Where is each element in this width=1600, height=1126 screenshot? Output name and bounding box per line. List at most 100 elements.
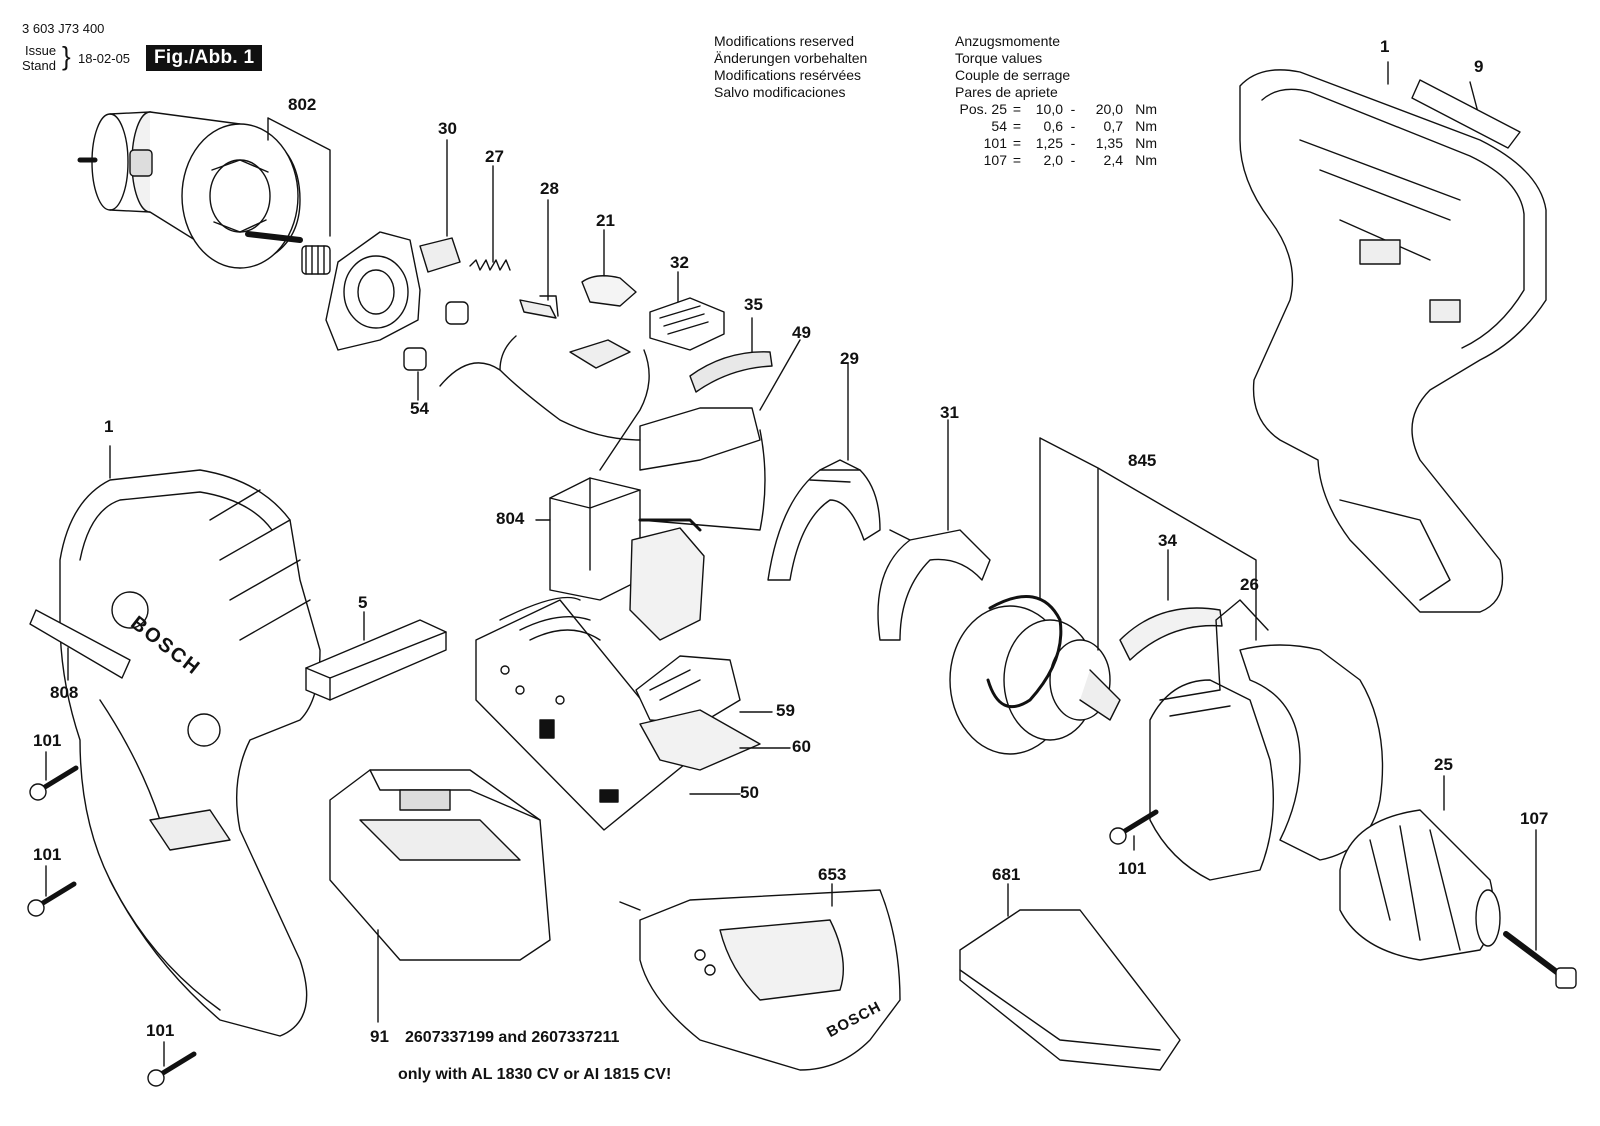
torque-max: 1,35	[1095, 135, 1123, 151]
screw-part-101	[28, 884, 74, 916]
leader-line	[1216, 600, 1268, 690]
part-label: 35	[744, 295, 763, 314]
ring-part-31	[878, 530, 990, 640]
battery-part-91	[330, 770, 550, 960]
part-label: 101	[1118, 859, 1147, 878]
torque-heading: Pares de apriete	[955, 84, 1058, 100]
part-label: 681	[992, 865, 1021, 884]
part-label: 31	[940, 403, 959, 422]
part-label: 1	[104, 417, 114, 436]
torque-table: Anzugsmomente Torque values Couple de se…	[955, 33, 1157, 169]
torque-min: 0,6	[1043, 118, 1063, 134]
torque-min: 1,25	[1035, 135, 1063, 151]
label-strip-part-9	[1412, 80, 1520, 148]
torque-unit: Nm	[1135, 118, 1157, 134]
screw-part-54	[404, 302, 468, 370]
torque-eq: =	[1012, 135, 1022, 151]
chuck-part-25	[1340, 810, 1500, 960]
part-label: 1	[1380, 37, 1390, 56]
wiring-part-49	[440, 336, 765, 530]
part-label: 653	[818, 865, 847, 884]
part-label: 59	[776, 701, 795, 720]
screw-part-101	[30, 768, 76, 800]
screw-part-107	[1506, 934, 1576, 988]
housing-right-part-1	[1240, 70, 1546, 612]
part-label: 27	[485, 147, 504, 166]
leader-line	[268, 118, 330, 236]
part-label: 32	[670, 253, 689, 272]
modifications-line: Modifications reserved	[714, 33, 855, 49]
torque-max: 0,7	[1103, 118, 1123, 134]
modifications-line: Änderungen vorbehalten	[714, 50, 868, 66]
part-label: 25	[1434, 755, 1453, 774]
torque-max: 20,0	[1095, 101, 1123, 117]
torque-pos: Pos. 25	[959, 101, 1007, 117]
part-label: 101	[33, 845, 62, 864]
leader-line	[1040, 438, 1256, 650]
cap-part-32	[650, 298, 724, 350]
battery-compatibility: only with AL 1830 CV or AI 1815 CV!	[398, 1066, 672, 1083]
part-label: 30	[438, 119, 457, 138]
plate-part-60	[640, 710, 760, 770]
part-label: 802	[288, 95, 317, 114]
torque-heading: Torque values	[955, 50, 1043, 66]
leader-line	[760, 340, 800, 410]
spring-part-27	[470, 260, 510, 270]
torque-min: 10,0	[1035, 101, 1063, 117]
part-label: 60	[792, 737, 811, 756]
torque-dash: -	[1070, 101, 1076, 117]
modifications-note: Modifications reserved Änderungen vorbeh…	[714, 33, 867, 101]
gear-housing-part-30	[326, 232, 460, 350]
battery-numbers: 2607337199 and 2607337211	[405, 1029, 620, 1046]
torque-heading: Anzugsmomente	[955, 33, 1061, 49]
part-label: 101	[33, 731, 62, 750]
torque-row: 54 = 0,6 - 0,7 Nm	[955, 118, 1157, 135]
part-label: 5	[358, 593, 368, 612]
figure-label: Fig./Abb. 1	[146, 45, 263, 71]
torque-heading: Couple de serrage	[955, 67, 1071, 83]
part-label: 107	[1520, 809, 1549, 828]
charger-part-653	[620, 890, 900, 1070]
torque-pos: 107	[983, 152, 1007, 168]
issue-brace: }	[62, 41, 71, 71]
part-label: 845	[1128, 451, 1157, 470]
motor-part-802	[80, 112, 300, 268]
segment-part-34	[1120, 608, 1222, 660]
torque-eq: =	[1012, 101, 1022, 117]
cover-part-681	[960, 910, 1180, 1070]
knob-part-21	[582, 276, 636, 306]
housing-left-part-1	[60, 470, 320, 1036]
issue-date: 18-02-05	[78, 51, 131, 66]
pinion-part-802	[302, 246, 330, 274]
part-label: 26	[1240, 575, 1259, 594]
torque-pos: 54	[991, 118, 1007, 134]
brush-holder-part-59	[636, 656, 740, 724]
part-label: 808	[50, 683, 79, 702]
slide-part-35	[690, 352, 772, 392]
part-label: 9	[1474, 57, 1484, 76]
stand-label: Stand	[22, 58, 56, 73]
part-label: 54	[410, 399, 429, 418]
torque-dash: -	[1070, 152, 1076, 168]
torque-dash: -	[1070, 135, 1076, 151]
modifications-line: Modifications resérvées	[714, 67, 862, 83]
part-label: 21	[596, 211, 615, 230]
ring-part-29	[768, 460, 880, 580]
torque-unit: Nm	[1135, 135, 1157, 151]
screw-part-101	[1110, 812, 1156, 844]
torque-row: 107 = 2,0 - 2,4 Nm	[955, 152, 1157, 169]
front-housing-part-26	[1150, 645, 1383, 880]
torque-dash: -	[1070, 118, 1076, 134]
torque-pos: 101	[983, 135, 1007, 151]
cover-part-5	[306, 620, 446, 700]
part-number: 3 603 J73 400	[22, 21, 105, 36]
part-label: 28	[540, 179, 559, 198]
issue-label: Issue	[25, 43, 57, 58]
leader-line	[740, 712, 790, 748]
torque-unit: Nm	[1135, 101, 1157, 117]
gearbox-part-845	[950, 596, 1120, 754]
screw-part-101	[148, 1054, 194, 1086]
switch-part-804	[550, 478, 704, 640]
torque-eq: =	[1012, 152, 1022, 168]
